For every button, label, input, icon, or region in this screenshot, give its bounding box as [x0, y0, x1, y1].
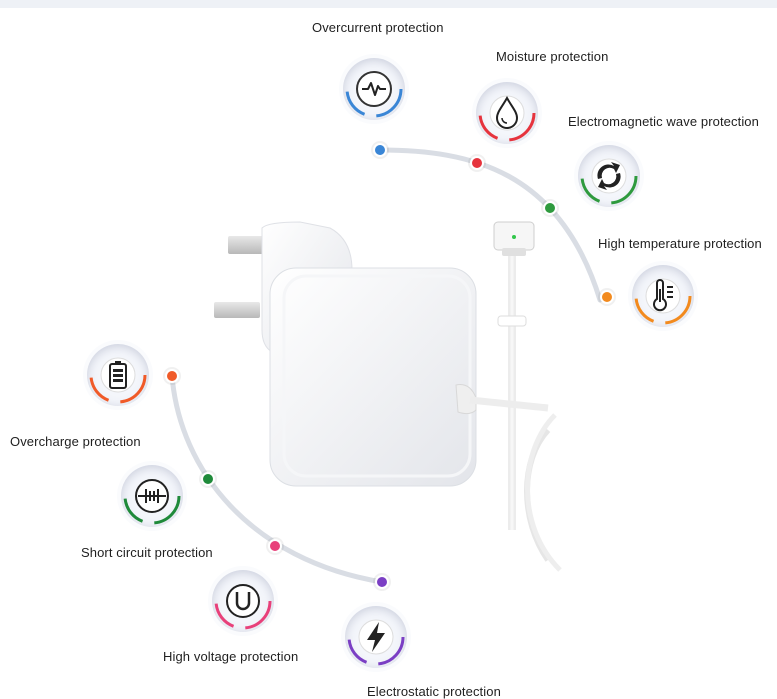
battery-icon	[89, 346, 147, 404]
high-temperature-dot	[600, 290, 614, 304]
overcurrent-badge	[343, 58, 405, 120]
moisture-badge	[476, 82, 538, 144]
electromagnetic-label: Electromagnetic wave protection	[568, 114, 759, 129]
moisture-label: Moisture protection	[496, 49, 609, 64]
short-circuit-badge	[121, 465, 183, 527]
electromagnetic-dot	[543, 201, 557, 215]
water-drop-icon	[478, 84, 536, 142]
overcharge-label: Overcharge protection	[10, 434, 141, 449]
overcurrent-dot	[373, 143, 387, 157]
electrostatic-badge	[345, 606, 407, 668]
thermometer-icon	[634, 267, 692, 325]
high-voltage-badge	[212, 570, 274, 632]
moisture-dot	[470, 156, 484, 170]
u-symbol-icon	[214, 572, 272, 630]
overcurrent-label: Overcurrent protection	[312, 20, 444, 35]
heartbeat-icon	[345, 60, 403, 118]
electrostatic-dot	[375, 575, 389, 589]
overcharge-dot	[165, 369, 179, 383]
electromagnetic-badge	[578, 145, 640, 207]
circuit-icon	[123, 467, 181, 525]
lightning-bolt-icon	[347, 608, 405, 666]
electrostatic-label: Electrostatic protection	[367, 684, 501, 699]
high-temperature-badge	[632, 265, 694, 327]
high-temperature-label: High temperature protection	[598, 236, 762, 251]
top-strip	[0, 0, 777, 8]
short-circuit-label: Short circuit protection	[81, 545, 213, 560]
short-circuit-dot	[201, 472, 215, 486]
overcharge-badge	[87, 344, 149, 406]
high-voltage-label: High voltage protection	[163, 649, 299, 664]
recycle-arrows-icon	[580, 147, 638, 205]
high-voltage-dot	[268, 539, 282, 553]
